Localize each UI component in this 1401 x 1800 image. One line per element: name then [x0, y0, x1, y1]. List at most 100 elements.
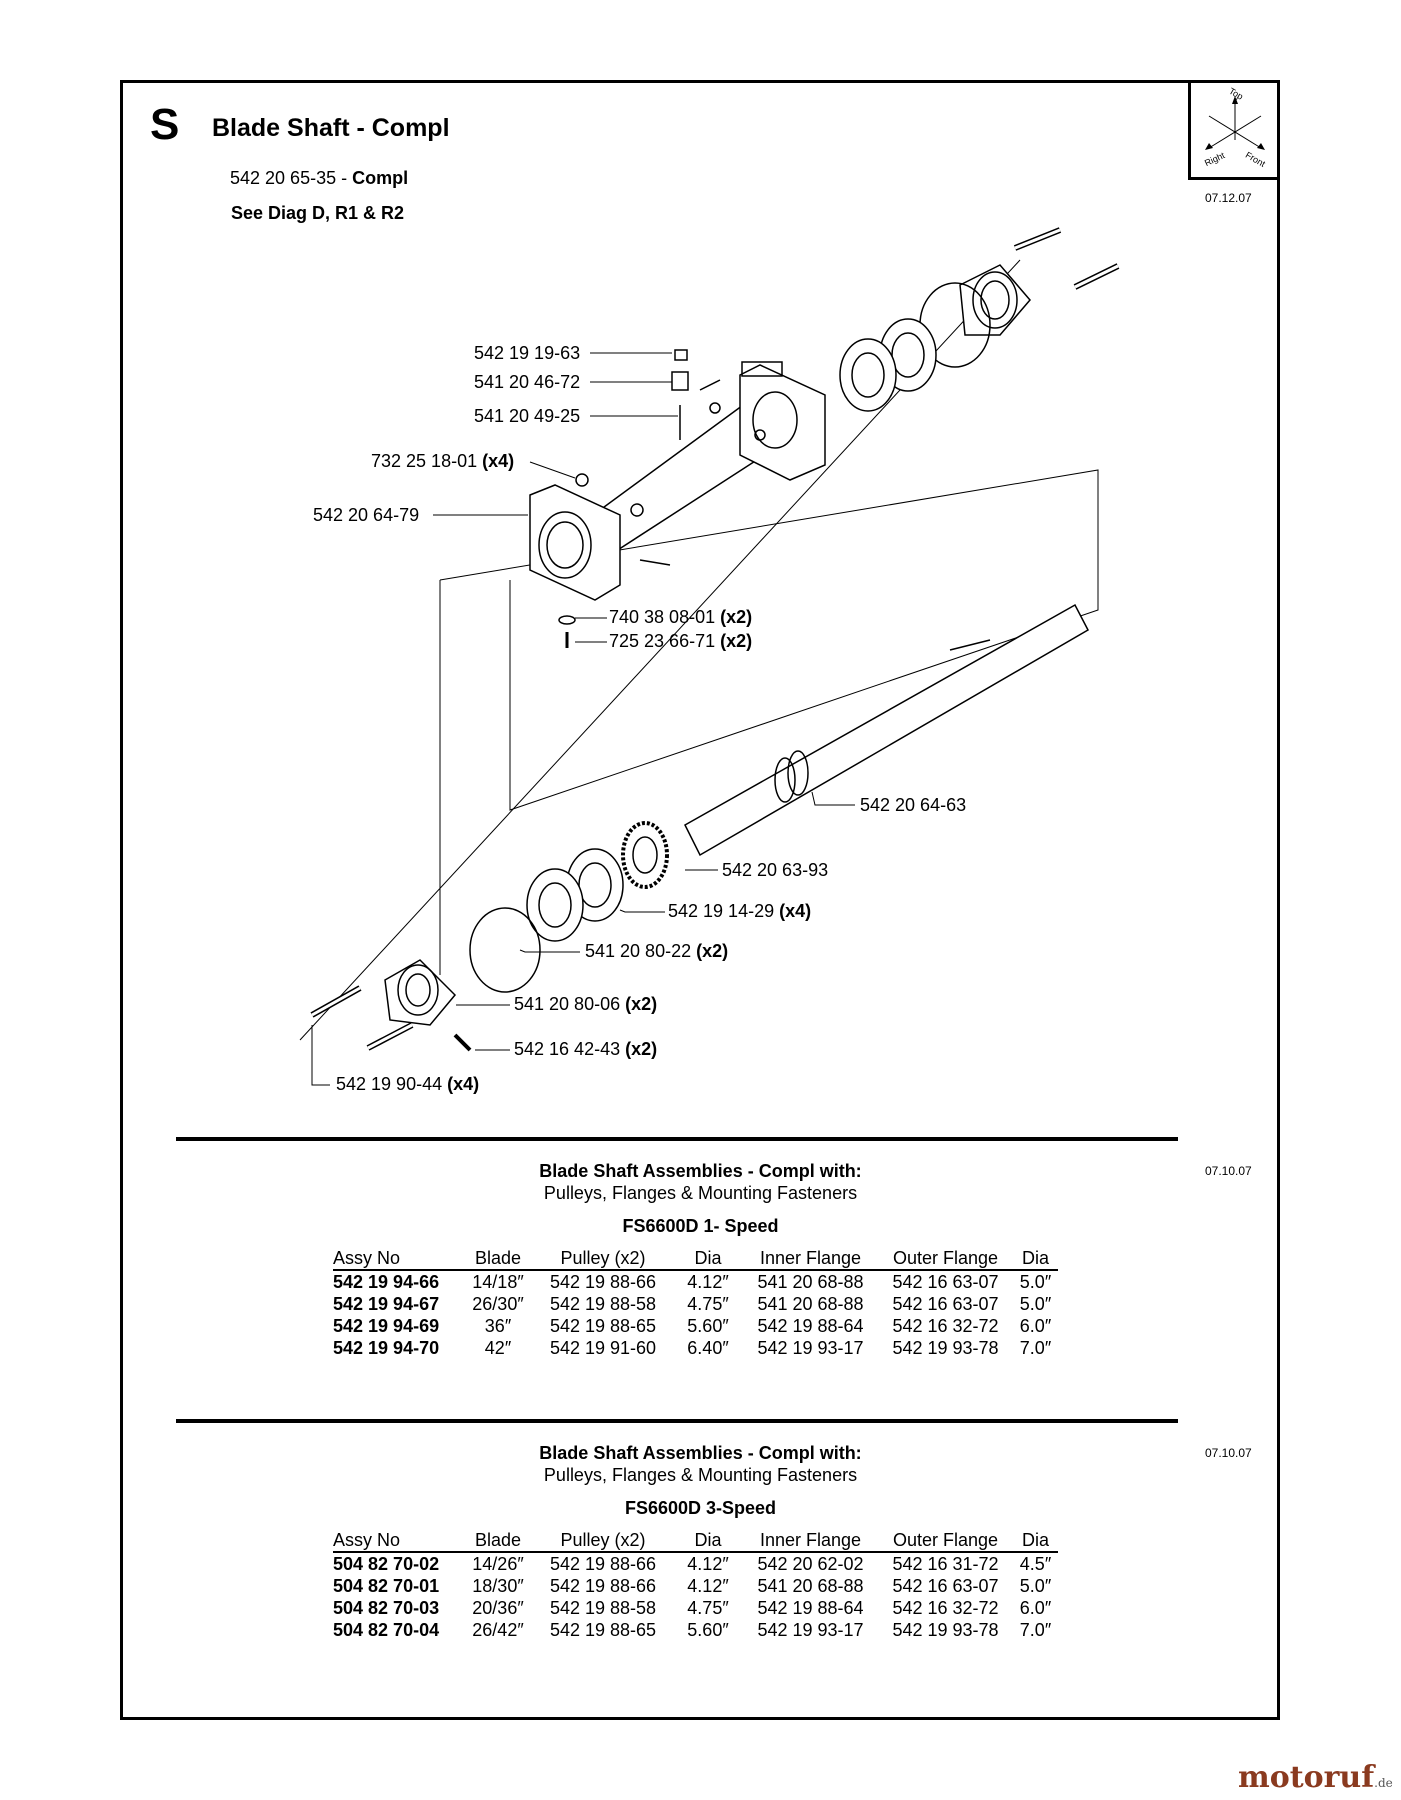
cell-inner-flange: 541 20 68-88 — [757, 1272, 864, 1292]
cell-blade: 36″ — [484, 1316, 512, 1336]
callout-code: 542 20 64-79 — [313, 505, 420, 525]
callout-code: 542 19 14-29 — [668, 901, 780, 921]
cell-blade: 20/36″ — [472, 1598, 524, 1618]
cell-inner-flange: 542 20 62-02 — [757, 1554, 864, 1574]
cell-pulley: 542 19 91-60 — [549, 1338, 657, 1358]
cell-outer-flange: 542 16 31-72 — [892, 1554, 999, 1574]
col-outer-flange: Outer Flange — [878, 1247, 1013, 1271]
cell-flange-dia: 5.0″ — [1019, 1576, 1052, 1596]
callout-code: 541 20 46-72 — [474, 372, 581, 392]
col-flange-dia: Dia — [1013, 1247, 1058, 1271]
cell-blade: 26/30″ — [472, 1294, 524, 1314]
callout-code: 542 19 90-44 — [336, 1074, 448, 1094]
callout-732-25-18-01: 732 25 18-01 (x4) — [371, 451, 514, 472]
section-subtitle-1: Pulleys, Flanges & Mounting Fasteners — [543, 1183, 858, 1203]
top-bolt-2 — [1073, 263, 1120, 290]
section-model-2: FS6600D 3-Speed — [624, 1498, 777, 1518]
col-blade: Blade — [463, 1529, 533, 1553]
watermark-brand: motoruf — [1238, 1760, 1375, 1795]
col-pulley-dia: Dia — [673, 1247, 743, 1271]
callout-qty: (x4) — [779, 901, 812, 921]
cell-blade: 14/18″ — [472, 1272, 524, 1292]
cell-inner-flange: 541 20 68-88 — [757, 1294, 864, 1314]
callout-542-19-90-44: 542 19 90-44 (x4) — [336, 1074, 479, 1095]
bottom-bolt-1 — [310, 985, 362, 1018]
callout-725-23-66-71: 725 23 66-71 (x2) — [609, 631, 752, 652]
callout-code: 542 16 42-43 — [514, 1039, 626, 1059]
watermark-logo: motoruf.de — [1238, 1760, 1393, 1795]
exploded-view-diagram — [299, 227, 1120, 1086]
cell-pulley: 542 19 88-66 — [549, 1576, 657, 1596]
callout-code: 542 20 63-93 — [722, 860, 829, 880]
assembly-number: 542 20 65-35 - — [230, 168, 353, 188]
parts-table-1: Assy No Blade Pulley (x2) Dia Inner Flan… — [333, 1247, 1058, 1359]
callout-code: 542 19 19-63 — [474, 343, 581, 363]
section-divider-2 — [176, 1419, 1178, 1423]
callout-code: 541 20 80-06 — [514, 994, 626, 1014]
col-blade: Blade — [463, 1247, 533, 1271]
cell-pulley-dia: 6.40″ — [687, 1338, 729, 1358]
housing-tube — [599, 379, 781, 556]
cell-pulley: 542 19 88-58 — [549, 1598, 657, 1618]
callout-542-19-14-29: 542 19 14-29 (x4) — [668, 901, 811, 922]
cell-flange-dia: 6.0″ — [1019, 1316, 1052, 1336]
top-bolt-1 — [1013, 227, 1062, 251]
bearing-block-left — [529, 484, 621, 601]
leader-lines — [311, 352, 855, 1086]
cell-pulley-dia: 5.60″ — [687, 1620, 729, 1640]
section-date-1: 07.10.07 — [1205, 1164, 1252, 1178]
cell-pulley: 542 19 88-65 — [549, 1620, 657, 1640]
callout-code: 542 20 64-63 — [860, 795, 967, 815]
cell-flange-dia: 4.5″ — [1019, 1554, 1052, 1574]
page-frame — [120, 80, 1280, 1720]
section-divider-1 — [176, 1137, 1178, 1141]
screw-side — [639, 559, 671, 566]
cell-outer-flange: 542 19 93-78 — [892, 1620, 999, 1640]
callout-541-20-46-72: 541 20 46-72 — [474, 372, 580, 393]
section-letter: S — [150, 100, 180, 149]
cell-pulley-dia: 4.12″ — [687, 1576, 729, 1596]
washer — [558, 615, 576, 625]
callout-542-16-42-43: 542 16 42-43 (x2) — [514, 1039, 657, 1060]
cell-assy-no: 542 19 94-69 — [333, 1316, 440, 1336]
cell-flange-dia: 5.0″ — [1019, 1294, 1052, 1314]
cell-assy-no: 504 82 70-02 — [333, 1554, 440, 1574]
orientation-icon: Top Right Front — [1203, 86, 1267, 169]
o-ring-bottom — [469, 907, 541, 993]
cell-inner-flange: 542 19 88-64 — [757, 1316, 864, 1336]
cell-outer-flange: 542 16 63-07 — [892, 1576, 999, 1596]
parts-table-2: Assy No Blade Pulley (x2) Dia Inner Flan… — [333, 1529, 1058, 1641]
header-date: 07.12.07 — [1205, 191, 1252, 205]
cell-assy-no: 542 19 94-67 — [333, 1294, 440, 1314]
table-header-row: Assy No Blade Pulley (x2) Dia Inner Flan… — [333, 1247, 1058, 1271]
blade-shaft — [684, 603, 1089, 857]
callout-qty: (x2) — [720, 631, 753, 651]
callout-542-19-19-63: 542 19 19-63 — [474, 343, 580, 364]
watermark-tld: .de — [1374, 1776, 1393, 1790]
page-title: Blade Shaft - Compl — [212, 114, 450, 142]
col-flange-dia: Dia — [1013, 1529, 1058, 1553]
cell-flange-dia: 7.0″ — [1019, 1338, 1052, 1358]
col-inner-flange: Inner Flange — [743, 1529, 878, 1553]
cell-pulley: 542 19 88-66 — [549, 1272, 657, 1292]
col-pulley: Pulley (x2) — [533, 1529, 673, 1553]
cell-pulley-dia: 4.75″ — [687, 1598, 729, 1618]
cell-blade: 18/30″ — [472, 1576, 524, 1596]
callout-code: 541 20 80-22 — [585, 941, 697, 961]
cell-outer-flange: 542 16 63-07 — [892, 1272, 999, 1292]
callout-541-20-80-06: 541 20 80-06 (x2) — [514, 994, 657, 1015]
cell-pulley-dia: 4.12″ — [687, 1554, 729, 1574]
callout-qty: (x4) — [482, 451, 515, 471]
cell-blade: 42″ — [484, 1338, 512, 1358]
callout-qty: (x2) — [625, 994, 658, 1014]
section-subtitle-2: Pulleys, Flanges & Mounting Fasteners — [543, 1465, 858, 1485]
cell-pulley-dia: 5.60″ — [687, 1316, 729, 1336]
cell-pulley-dia: 4.12″ — [687, 1272, 729, 1292]
section-model-1: FS6600D 1- Speed — [622, 1216, 779, 1236]
nut-right-2 — [754, 429, 766, 441]
